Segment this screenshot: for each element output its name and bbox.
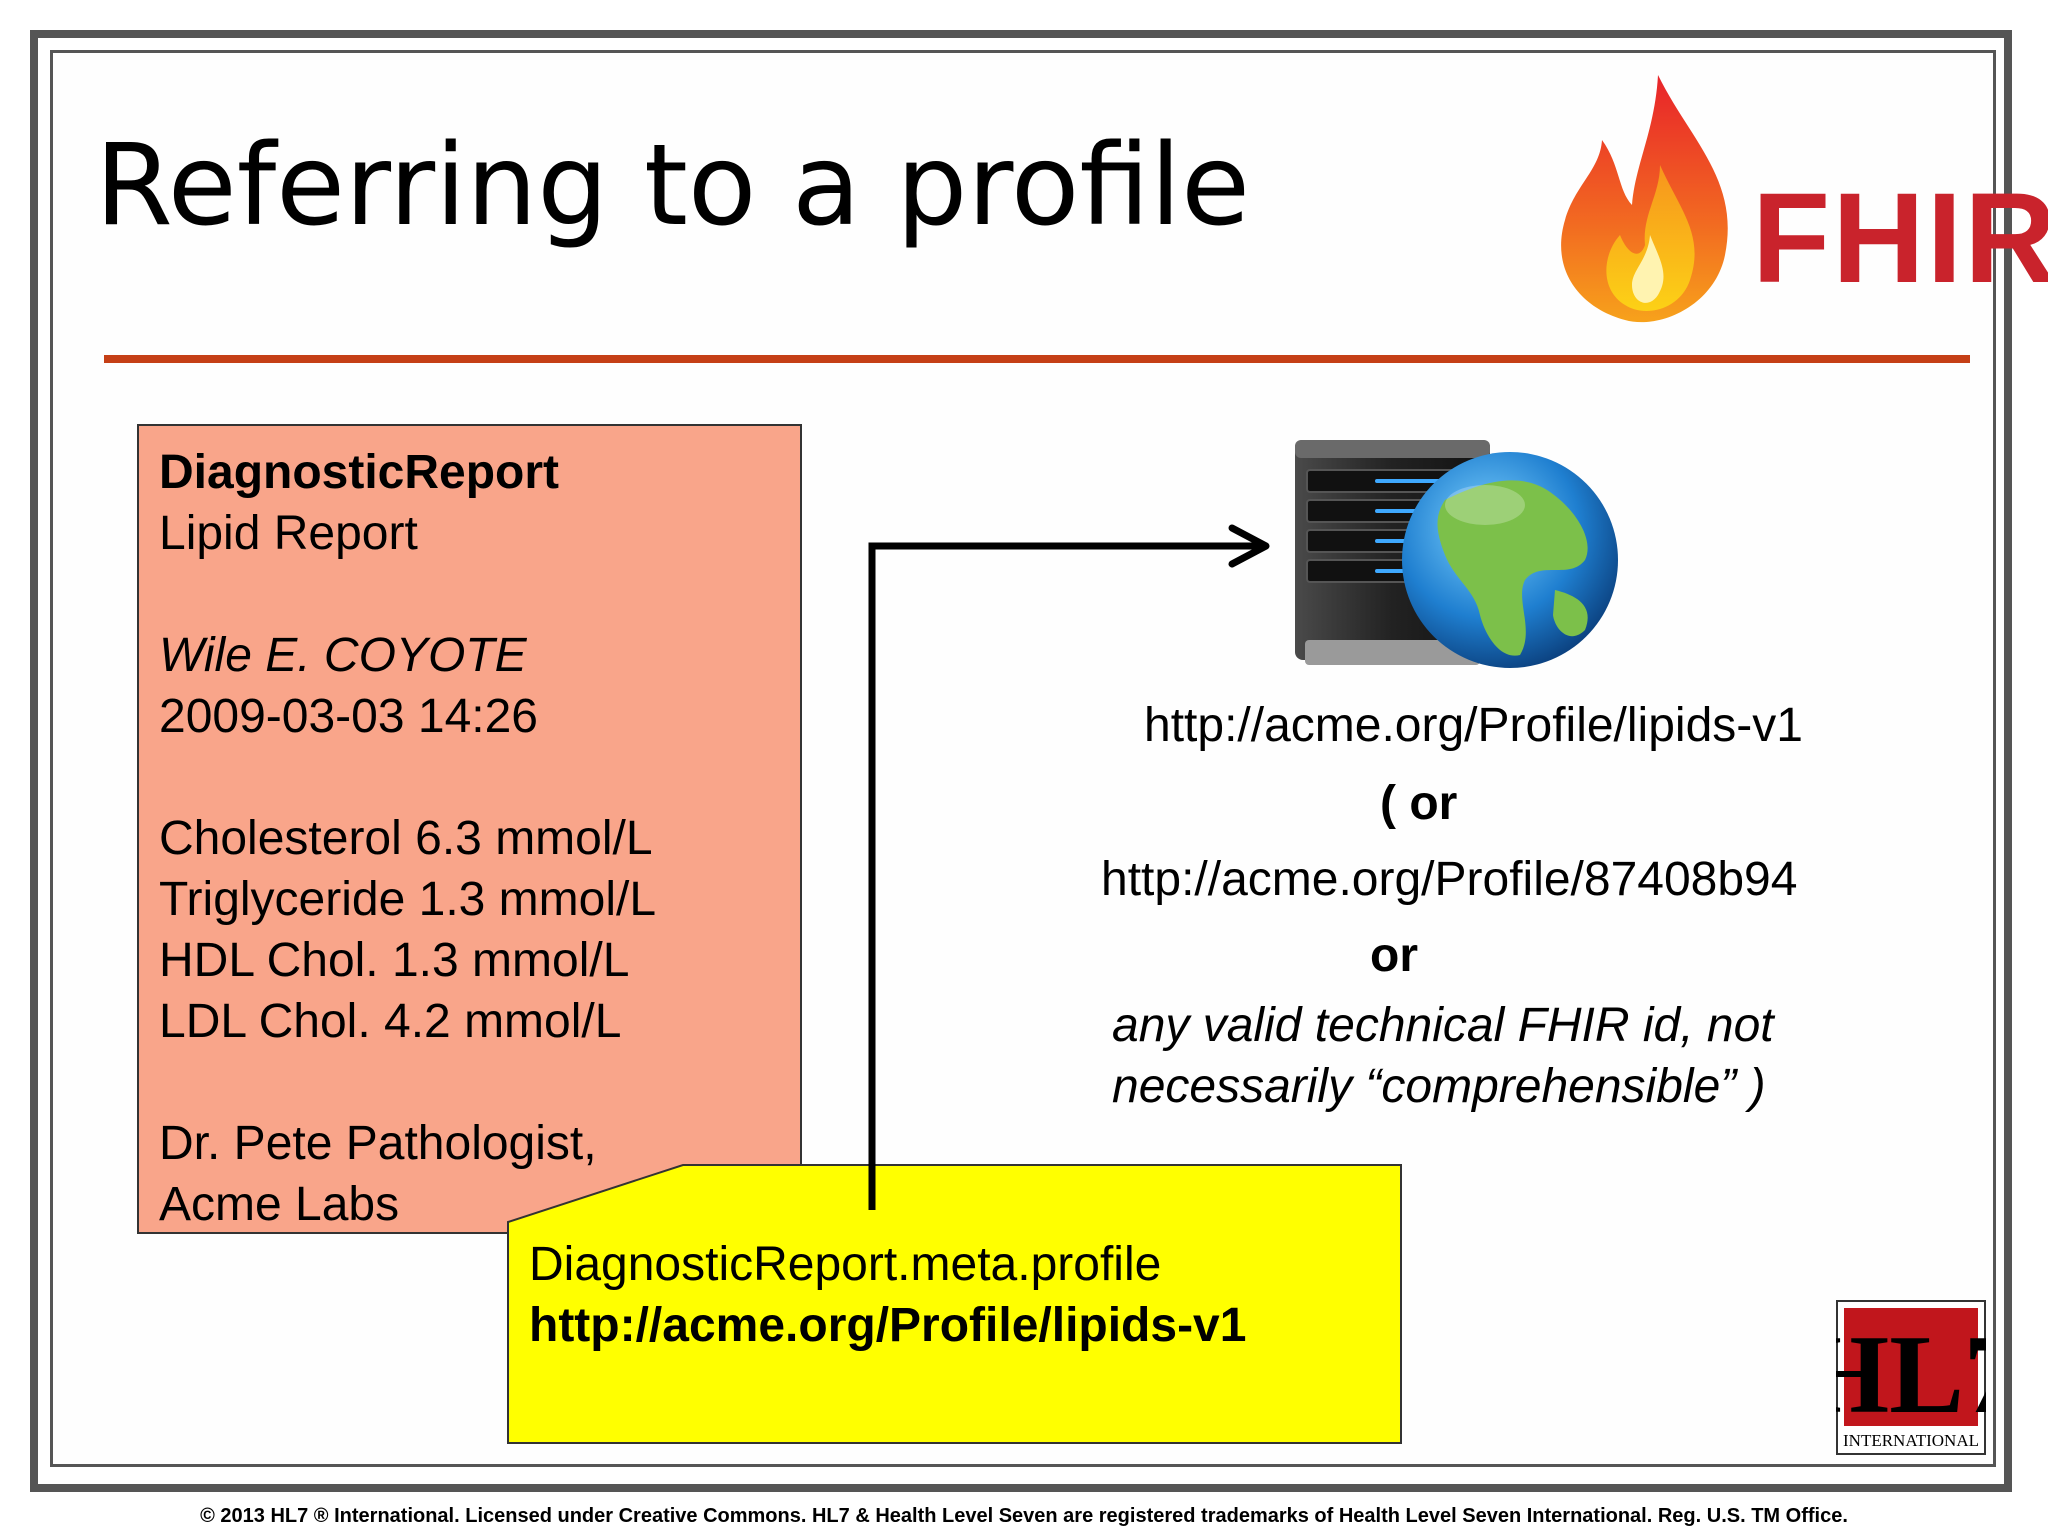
title-divider [104,355,1970,363]
report-author: Dr. Pete Pathologist, [159,1117,597,1170]
profile-url-2: http://acme.org/Profile/87408b94 [1101,853,1798,906]
note-shape [507,1164,1402,1444]
note-element-path: DiagnosticReport.meta.profile [529,1238,1162,1291]
diagnostic-report-box: DiagnosticReport Lipid Report Wile E. CO… [137,424,802,1234]
result-line: LDL Chol. 4.2 mmol/L [159,995,622,1048]
result-line: Cholesterol 6.3 mmol/L [159,812,653,865]
report-heading: DiagnosticReport [159,446,560,499]
server-globe-icon [1295,440,1618,668]
report-datetime: 2009-03-03 14:26 [159,690,538,743]
patient-name: Wile E. COYOTE [159,629,527,682]
slide-outer-frame [30,30,2012,1492]
or-label: or [1370,929,1418,982]
profile-url-1: http://acme.org/Profile/lipids-v1 [1144,699,1803,752]
slide-title: Referring to a profile [95,121,1250,251]
flame-icon [1561,75,1728,323]
meta-profile-note: DiagnosticReport.meta.profile http://acm… [507,1164,1402,1444]
or-open-label: ( or [1380,777,1458,830]
spacer [159,747,780,808]
report-organization: Acme Labs [159,1178,400,1231]
alternative-text-line2: necessarily “comprehensible” ) [1112,1060,1766,1113]
hl7-logo-text: INTERNATIONAL [1843,1431,1979,1450]
fhir-logo: FHIR [1540,70,2048,340]
result-line: HDL Chol. 1.3 mmol/L [159,934,630,987]
note-profile-url: http://acme.org/Profile/lipids-v1 [529,1299,1247,1352]
alternative-text-line1: any valid technical FHIR id, not [1112,999,1774,1052]
hl7-logo-mark: HL7 [1836,1313,1986,1437]
copyright-footer: © 2013 HL7 ® International. Licensed und… [200,1505,1848,1527]
spacer [159,1052,780,1113]
fhir-logo-text: FHIR [1752,167,2048,310]
spacer [159,564,780,625]
report-subtitle: Lipid Report [159,507,418,560]
result-line: Triglyceride 1.3 mmol/L [159,873,657,926]
hl7-logo: HL7 INTERNATIONAL [1836,1300,1986,1455]
